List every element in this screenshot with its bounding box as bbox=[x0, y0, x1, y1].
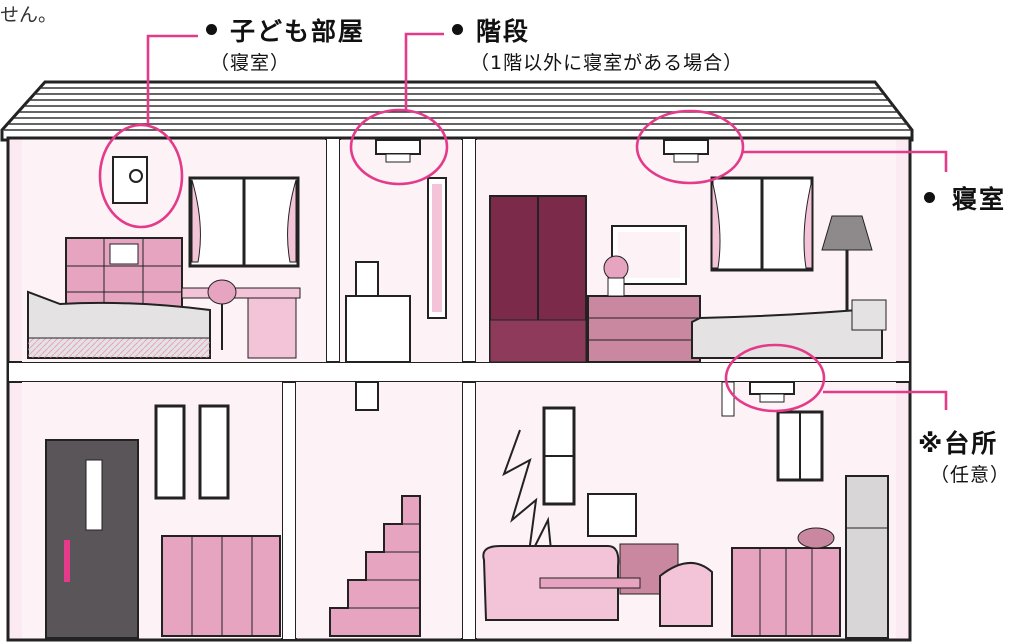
bedroom-leader-line bbox=[742, 150, 948, 172]
stairs-leader-line bbox=[404, 32, 444, 110]
stairs-note: （1階以外に寝室がある場合） bbox=[470, 52, 744, 74]
living-kitchen-scene bbox=[482, 381, 889, 639]
kitchen-detector-icon bbox=[749, 381, 795, 395]
bedroom-label: 寝室 bbox=[952, 185, 1007, 214]
bedroom-scene bbox=[489, 139, 887, 363]
stair-landing-scene bbox=[345, 139, 447, 363]
kitchen-label: ※台所 bbox=[918, 429, 999, 458]
staircase-scene bbox=[329, 381, 421, 637]
entrance-scene bbox=[45, 404, 281, 639]
bedroom-detector-icon bbox=[663, 139, 709, 155]
stairs-bullet bbox=[452, 24, 463, 35]
stairs-detector-icon bbox=[375, 139, 421, 155]
wall-detector-icon bbox=[112, 156, 148, 204]
kids-room-leader-line bbox=[146, 34, 198, 124]
kids-room-label: 子ども部屋 bbox=[230, 17, 366, 46]
bedroom-bullet bbox=[924, 192, 935, 203]
kids-room-note: （寝室） bbox=[210, 52, 291, 74]
kids-room-scene bbox=[27, 156, 301, 359]
kids-room-bullet bbox=[206, 24, 217, 35]
stairs-highlight-ring bbox=[349, 108, 449, 186]
roof bbox=[0, 80, 914, 142]
kids-room-highlight-ring bbox=[98, 123, 184, 229]
kitchen-leader-line bbox=[823, 390, 948, 410]
stairs-label: 階段 bbox=[476, 17, 531, 46]
bedroom-highlight-ring bbox=[635, 109, 745, 185]
kitchen-note: （任意） bbox=[930, 464, 1011, 486]
callout-markers bbox=[98, 32, 948, 413]
kitchen-highlight-ring bbox=[724, 343, 826, 413]
intro-text-fragment: せん。 bbox=[0, 4, 58, 26]
